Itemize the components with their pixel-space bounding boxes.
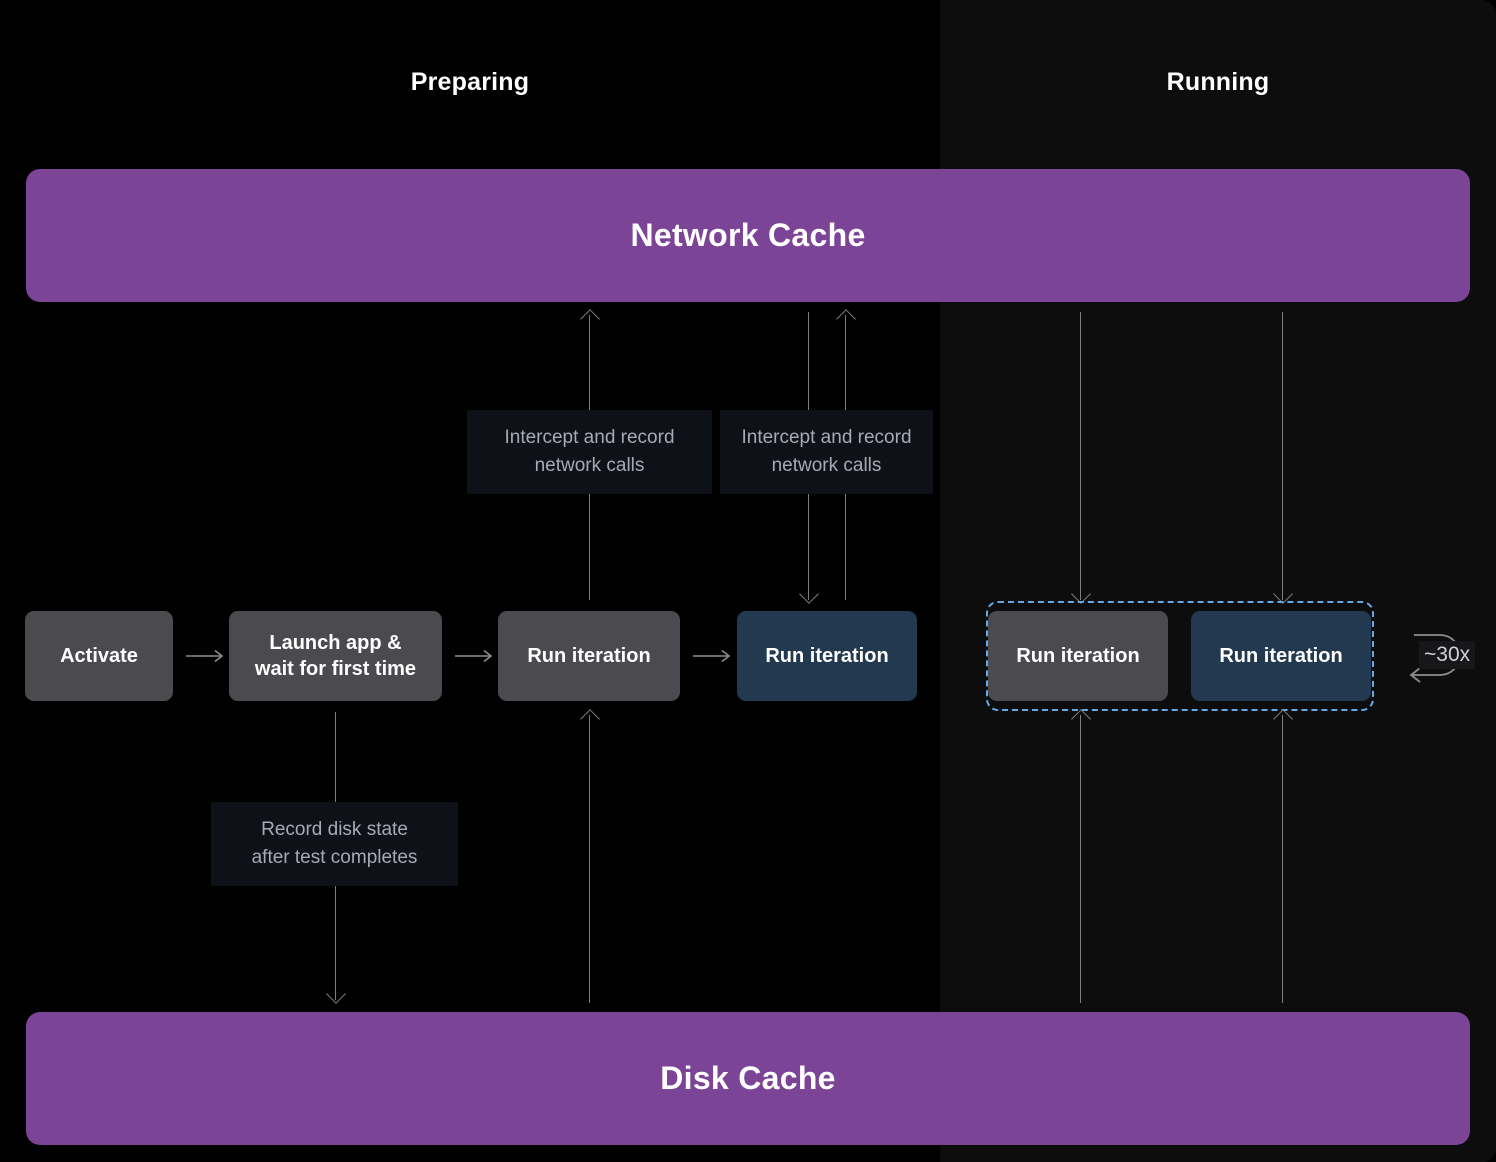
- connector-line-network-to-run2: [1282, 312, 1283, 600]
- connector-line-disk-to-run1: [1080, 715, 1081, 1003]
- node-launch-app[interactable]: Launch app & wait for first time: [229, 611, 442, 701]
- connector-line-disk-to-prep1: [589, 715, 590, 1003]
- flow-arrow-prep1-to-prep2: [692, 646, 736, 666]
- disk-cache-bar[interactable]: Disk Cache: [26, 1012, 1470, 1145]
- connector-line-network-to-run1: [1080, 312, 1081, 600]
- annotation-record-disk-state: Record disk state after test completes: [211, 802, 458, 886]
- node-run-iteration-run-2-label: Run iteration: [1219, 644, 1343, 667]
- annotation-intercept-record-2-text: Intercept and record network calls: [741, 427, 912, 476]
- node-run-iteration-prep-1[interactable]: Run iteration: [498, 611, 680, 701]
- node-activate[interactable]: Activate: [25, 611, 173, 701]
- node-run-iteration-run-1[interactable]: Run iteration: [988, 611, 1168, 701]
- network-cache-bar[interactable]: Network Cache: [26, 169, 1470, 302]
- connector-line-disk-to-run2: [1282, 715, 1283, 1003]
- node-run-iteration-run-2[interactable]: Run iteration: [1191, 611, 1371, 701]
- node-run-iteration-prep-2[interactable]: Run iteration: [737, 611, 917, 701]
- annotation-record-disk-state-text: Record disk state after test completes: [251, 819, 418, 868]
- network-cache-label: Network Cache: [630, 217, 866, 253]
- node-run-iteration-prep-2-label: Run iteration: [765, 644, 889, 667]
- annotation-intercept-record-1-text: Intercept and record network calls: [504, 427, 675, 476]
- flow-arrow-launch-to-prep1: [454, 646, 498, 666]
- annotation-intercept-record-2: Intercept and record network calls: [720, 410, 933, 494]
- phase-title-preparing: Preparing: [410, 68, 530, 96]
- phase-title-running: Running: [1166, 68, 1270, 96]
- node-launch-app-label: Launch app & wait for first time: [254, 631, 417, 680]
- annotation-intercept-record-1: Intercept and record network calls: [467, 410, 712, 494]
- node-run-iteration-prep-1-label: Run iteration: [527, 644, 651, 667]
- disk-cache-label: Disk Cache: [660, 1060, 836, 1096]
- node-run-iteration-run-1-label: Run iteration: [1016, 644, 1140, 667]
- node-activate-label: Activate: [60, 644, 138, 667]
- loop-iteration-count: ~30x: [1419, 641, 1476, 669]
- flow-arrow-activate-to-launch: [185, 646, 229, 666]
